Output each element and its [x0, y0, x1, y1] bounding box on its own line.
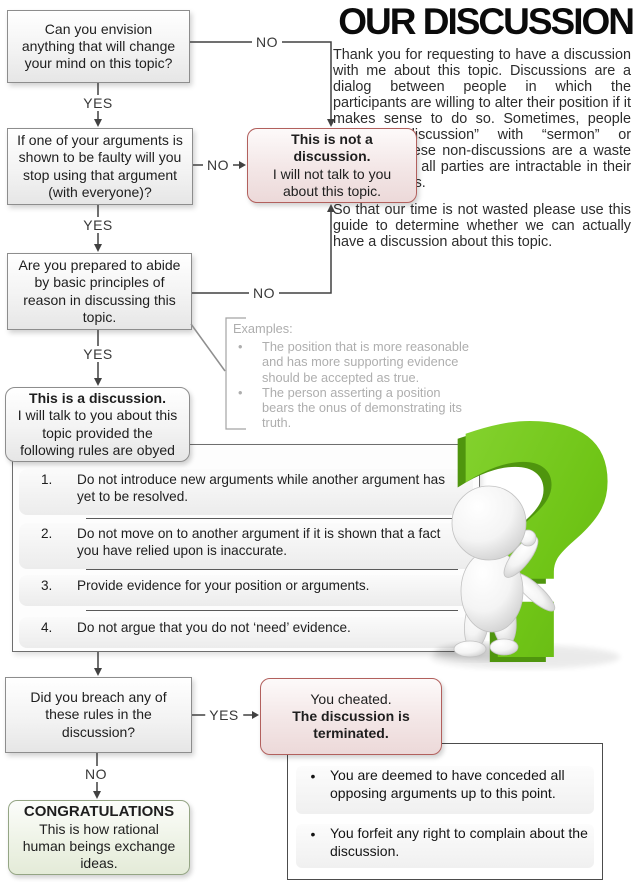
question-faulty-argument-box: If one of your arguments is shown to be … [7, 128, 193, 205]
example-item: • The position that is more reasonable a… [233, 339, 469, 385]
intro-paragraph-2: So that our time is not wasted please us… [333, 202, 631, 250]
rule-text: Do not move on to another argument if it… [77, 526, 441, 559]
rule-separator [86, 610, 458, 611]
rule-number: 4. [41, 620, 53, 635]
rule-number: 2. [41, 526, 53, 541]
consequence-text: You forfeit any right to complain about … [330, 825, 588, 860]
congratulations-box: CONGRATULATIONS This is how rational hum… [8, 800, 190, 875]
cheated-bold-line: The discussion is terminated. [292, 707, 410, 742]
rule-separator [86, 518, 458, 519]
example-item: • The person asserting a position bears … [233, 385, 469, 431]
label-yes-4: YES [205, 707, 243, 723]
is-a-discussion-title: This is a discussion. [29, 390, 166, 407]
consequences-box: • You are deemed to have conceded all op… [287, 743, 603, 880]
label-no-1: NO [252, 34, 282, 50]
not-a-discussion-box: This is not a discussion. I will not tal… [247, 128, 417, 203]
bullet-icon: • [310, 768, 316, 784]
consequence-item: • You forfeit any right to complain abou… [296, 824, 594, 868]
rule-text: Do not argue that you do not ‘need’ evid… [77, 620, 351, 635]
examples-heading: Examples: [233, 321, 293, 336]
consequence-item: • You are deemed to have conceded all op… [296, 766, 594, 814]
rule-text: Provide evidence for your position or ar… [77, 578, 370, 593]
label-no-4: NO [81, 766, 111, 782]
rule-number: 1. [41, 472, 53, 487]
example-item-text: The position that is more reasonable and… [262, 339, 469, 385]
rule-separator [86, 569, 458, 570]
bullet-icon: • [238, 384, 243, 400]
bullet-icon: • [310, 826, 316, 842]
question-faulty-argument-text: If one of your arguments is shown to be … [17, 132, 183, 200]
label-no-2: NO [203, 157, 233, 173]
page-title: OUR DISCUSSION [338, 1, 634, 42]
question-change-mind-box: Can you envision anything that will chan… [7, 10, 190, 83]
rule-row-1: 1. Do not introduce new arguments while … [19, 469, 473, 515]
bullet-icon: • [238, 339, 243, 355]
is-a-discussion-box: This is a discussion. I will talk to you… [5, 387, 190, 462]
example-item-text: The person asserting a position bears th… [262, 384, 462, 431]
not-a-discussion-text: I will not talk to you about this topic. [272, 165, 392, 199]
rule-number: 3. [41, 578, 53, 593]
rule-text: Do not introduce new arguments while ano… [77, 472, 446, 505]
congratulations-title: CONGRATULATIONS [23, 802, 175, 820]
question-principles-text: Are you prepared to abide by basic princ… [18, 257, 181, 325]
question-change-mind-text: Can you envision anything that will chan… [21, 20, 176, 72]
rules-list-box: 1. Do not introduce new arguments while … [12, 444, 480, 652]
is-a-discussion-text: I will talk to you about this topic prov… [17, 407, 178, 458]
cheated-box: You cheated. The discussion is terminate… [260, 678, 442, 755]
not-a-discussion-title: This is not a discussion. [291, 131, 373, 165]
congratulations-text: This is how rational human beings exchan… [22, 821, 176, 872]
consequence-text: You are deemed to have conceded all oppo… [330, 767, 565, 802]
question-principles-box: Are you prepared to abide by basic princ… [7, 253, 192, 330]
label-yes-3: YES [79, 346, 117, 362]
rule-row-3: 3. Provide evidence for your position or… [19, 575, 473, 606]
cheated-line: You cheated. [310, 690, 392, 707]
label-yes-2: YES [79, 217, 117, 233]
label-no-3: NO [249, 285, 279, 301]
examples-note: Examples: • The position that is more re… [233, 321, 469, 430]
rule-row-4: 4. Do not argue that you do not ‘need’ e… [19, 617, 473, 648]
label-yes-1: YES [79, 95, 117, 111]
question-breach-rules-text: Did you breach any of these rules in the… [30, 689, 167, 740]
question-breach-rules-box: Did you breach any of these rules in the… [5, 677, 192, 753]
rule-row-2: 2. Do not move on to another argument if… [19, 523, 473, 569]
